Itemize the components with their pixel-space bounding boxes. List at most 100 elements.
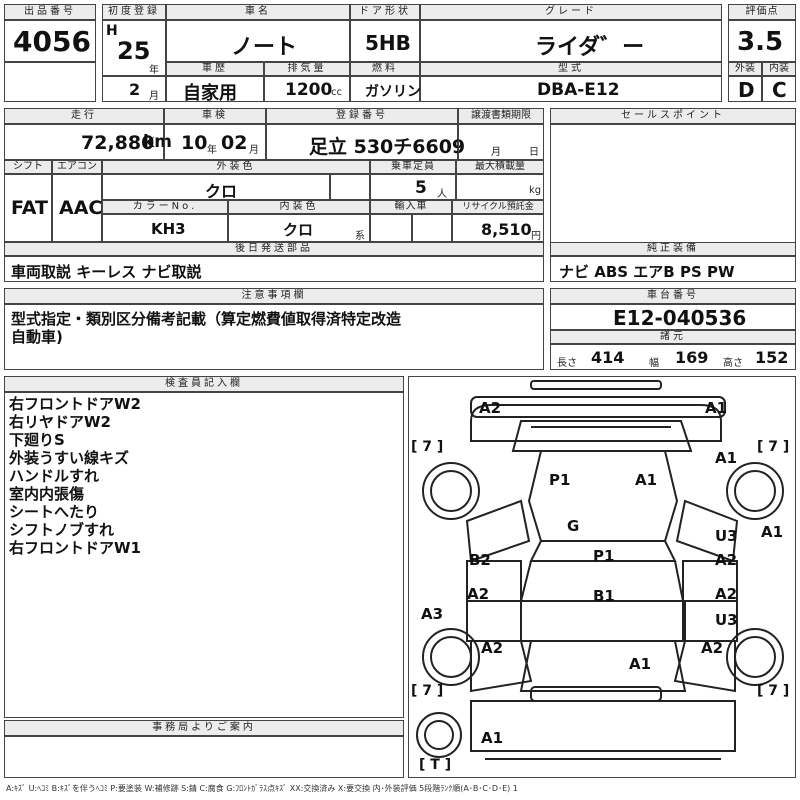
roof-rear [520,601,686,642]
capacity-cell: 5 人 [370,174,456,200]
mark-a2-right-rear-door: A2 [715,585,738,603]
notes-line-1: 型式指定・類別区分備考記載（算定燃費値取得済特定改造 [11,310,402,328]
inspector-line-1: 右フロントドアW2 [9,395,141,413]
front-bumper-strip [530,380,662,390]
int-score-cell: C [762,76,796,102]
inspector-line-8: シフトノブすれ [9,521,115,539]
dims-header: 諸元 [550,330,796,344]
max-load-unit: kg [529,185,542,196]
exterior-color-cell: クロ [102,174,330,201]
import-header: 輸入車 [370,200,452,214]
left-rear-door [466,600,522,642]
tire-front-left [422,462,480,520]
tire-tread-front-right: [ 7 ] [757,439,790,455]
inspector-line-9: 右フロントドアW1 [9,539,141,557]
left-rear-quarter [470,640,533,693]
mark-a1-rear: A1 [629,655,652,673]
car-name: ノート [231,35,298,60]
first-reg-month-cell: 2 月 [102,76,166,102]
interior-color: クロ [283,221,314,239]
mark-g-windshield: G [567,517,580,535]
inspector-line-3: 下廻りS [9,431,65,449]
mileage: 72,880 [81,132,155,154]
later-parts-cell: 車両取説 キーレス ナビ取説 [4,256,544,282]
color-no-cell: KH3 [102,214,228,242]
history-header: 車歴 [166,62,264,76]
mark-a2-left-rear: A2 [481,639,504,657]
tire-front-left-inner [430,470,472,512]
tire-rear-left-inner [430,636,472,678]
cc-unit: cc [331,87,342,98]
notes-line-2: 自動車) [11,328,63,346]
car-name-cell: ノート [166,20,350,62]
recycle: 8,510 [481,220,532,239]
genuine-header: 純正装備 [550,242,796,256]
headlight-area [511,420,693,452]
grade: ライダ゛ー [535,35,645,60]
later-parts-header: 後日発送部品 [4,242,544,256]
mark-a1-front-right: A1 [705,399,728,417]
mark-p1-hood: P1 [549,471,571,489]
lot-header: 出品番号 [4,4,96,20]
capacity-header: 乗車定員 [370,160,456,174]
score-cell: 3.5 [728,20,796,62]
tire-tread-rear-left: [ 7 ] [411,683,444,699]
int-score-header: 内装 [762,62,796,76]
inspector-line-7: シートへたり [9,503,100,521]
rear-window [519,640,687,692]
lot-number: 4056 [13,25,91,58]
plate-cell: 足立 530チ6609 [266,124,465,160]
displacement-header: 排気量 [264,62,350,76]
inspector-line-4: 外装うすい線キズ [9,449,130,467]
max-load-cell: kg [456,174,544,200]
legend: A:ｷｽﾞ U:ﾍｺﾐ B:ｷｽﾞを伴うﾍｺﾐ P:要塗装 W:補修跡 S:錆 … [6,784,518,793]
mark-a2-left-rear-door: A2 [467,585,490,603]
recycle-unit: 円 [531,231,541,242]
office-cell [4,736,404,778]
interior-color-cell: クロ 系 [228,214,370,242]
first-reg-header: 初度登録 [102,4,166,20]
notes-cell: 型式指定・類別区分備考記載（算定燃費値取得済特定改造 自動車) [4,304,544,370]
score: 3.5 [737,27,784,57]
mileage-cell: 72,880 km [4,124,172,160]
rear-bumper [470,700,736,752]
mark-a3-left-edge: A3 [421,605,444,623]
hood [527,450,679,542]
import-cell-b [412,214,452,242]
spare-tire-label: [ T ] [419,757,452,773]
inspection-year-unit: 年 [207,145,217,156]
first-reg-year: 25 [117,37,151,65]
car-diagram [416,380,784,760]
inspection-month-unit: 月 [249,145,259,156]
chassis: E12-040536 [613,306,747,330]
shift-header: シフト [4,160,52,174]
recycle-header: リサイクル預託金 [452,200,544,214]
inspector-line-2: 右リヤドアW2 [9,413,111,431]
mark-b2-left-front-door: B2 [469,551,491,569]
fuel-header: 燃料 [350,62,420,76]
inspector-line-6: 室内内張傷 [9,485,85,503]
mark-u3-right-rear-door: U3 [715,611,738,629]
right-rear-quarter [673,640,736,693]
capacity-unit: 人 [437,189,447,200]
front-bumper-body [470,404,722,442]
max-load-header: 最大積載量 [456,160,544,174]
lot-cell: 4056 [4,20,96,62]
width-label: 幅 [649,358,659,369]
length: 414 [591,348,625,367]
chassis-cell: E12-040536 [550,304,796,330]
ext-score-cell: D [728,76,762,102]
mark-a1-right-fender: A1 [715,449,738,467]
transfer-cell: 月 日 [458,124,544,160]
inspection-header: 車検 [164,108,266,124]
model: DBA-E12 [537,80,620,100]
inspector-header: 検査員記入欄 [4,376,404,392]
tire-front-right-inner [734,470,776,512]
genuine: ナビ ABS エアB PS PW [559,263,735,281]
aircon-header: エアコン [52,160,102,174]
model-header: 型式 [420,62,722,76]
door-type: 5HB [365,31,411,55]
import-cell-a [370,214,412,242]
mark-b1-roof: B1 [593,587,615,605]
mark-a2-front-left: A2 [479,399,502,417]
